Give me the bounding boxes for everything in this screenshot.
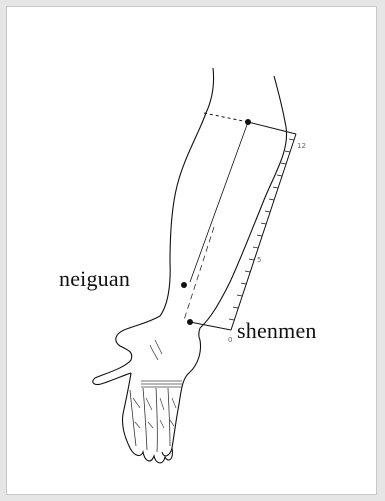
scale-label-top: 12	[297, 142, 306, 150]
scale-label-bottom: 0	[228, 336, 232, 344]
elbow-crease-solid	[248, 122, 296, 134]
meridian-line-lower	[184, 227, 214, 320]
meridian-line-upper	[190, 122, 248, 282]
arm-outline-left	[93, 68, 214, 385]
shenmen-point-marker	[187, 319, 193, 325]
thumb-crease	[150, 340, 162, 360]
neiguan-point-marker	[181, 282, 187, 288]
scale-label-mid: 5	[257, 256, 261, 264]
finger-lines	[130, 388, 170, 452]
elbow-crease-dashed	[204, 113, 248, 122]
arm-outline-right	[162, 76, 287, 456]
wrist-crease	[190, 322, 231, 330]
neiguan-label: neiguan	[59, 266, 130, 292]
scale-ticks	[229, 139, 294, 320]
elbow-point-marker	[245, 119, 251, 125]
scale-line	[231, 134, 296, 330]
shenmen-label: shenmen	[237, 318, 317, 344]
palm-outline	[122, 373, 172, 463]
